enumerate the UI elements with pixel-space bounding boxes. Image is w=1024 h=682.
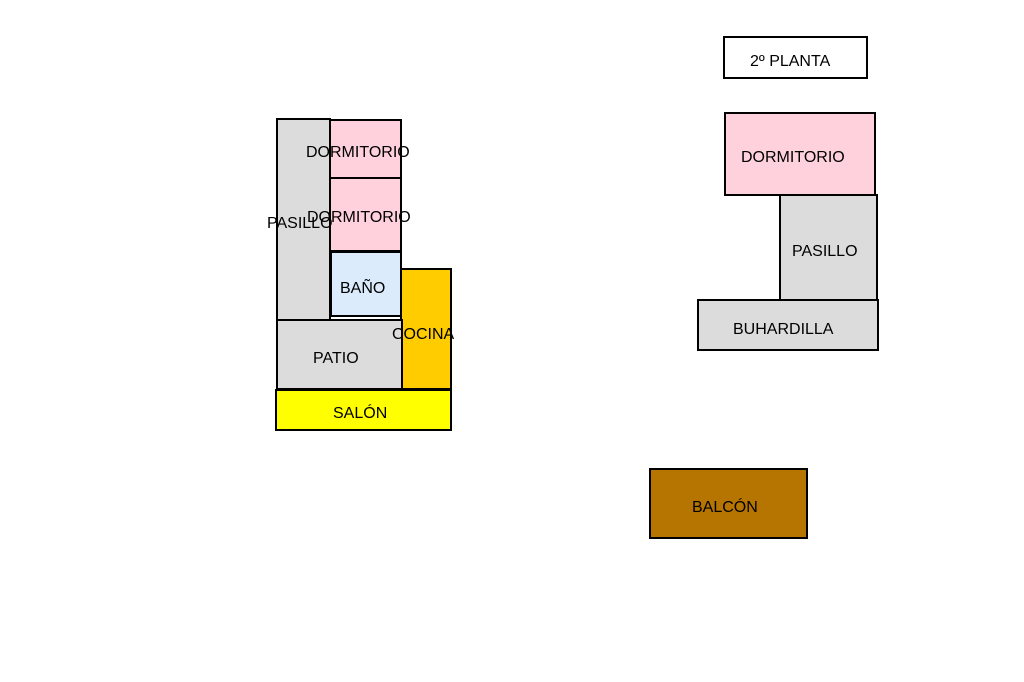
room-pasillo xyxy=(276,118,331,321)
label-salon: SALÓN xyxy=(333,405,388,422)
floor-2-title: 2º PLANTA xyxy=(750,53,831,70)
label-buhardilla: BUHARDILLA xyxy=(733,321,834,338)
label-cocina: COCINA xyxy=(392,326,455,343)
label-patio: PATIO xyxy=(313,350,359,367)
label-balcon: BALCÓN xyxy=(692,499,758,516)
room-dormitorio-1 xyxy=(329,119,402,179)
label-pasillo-2p: PASILLO xyxy=(792,243,858,260)
room-balcon xyxy=(649,468,808,539)
room-salon xyxy=(275,389,452,431)
label-dormitorio-1: DORMITORIO xyxy=(306,144,410,161)
label-pasillo: PASILLO xyxy=(267,215,333,232)
label-dormitorio-2: DORMITORIO xyxy=(307,209,411,226)
room-dormitorio-2p xyxy=(724,112,876,196)
label-dormitorio-2p: DORMITORIO xyxy=(741,149,845,166)
room-buhardilla xyxy=(697,299,879,351)
floor-2-title-box xyxy=(723,36,868,79)
label-bano: BAÑO xyxy=(340,280,386,297)
